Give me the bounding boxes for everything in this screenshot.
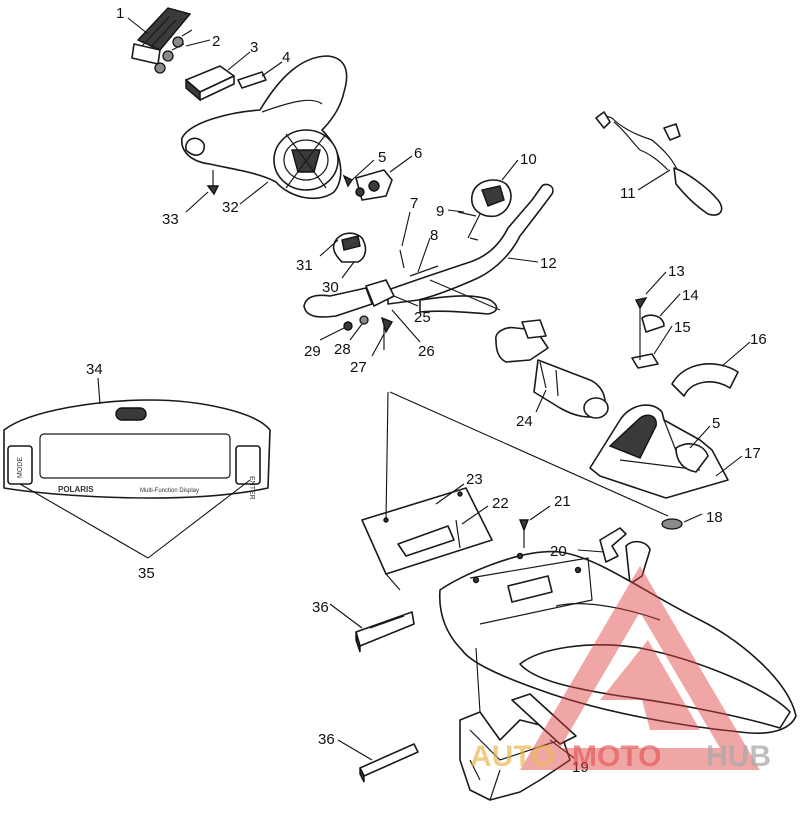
part-cover-arc	[671, 363, 739, 397]
panel-brand: POLARIS	[58, 485, 94, 494]
callout-3: 3	[250, 39, 258, 56]
callout-22: 22	[492, 495, 509, 512]
callout-18: 18	[706, 509, 723, 526]
callout-2: 2	[212, 33, 220, 50]
part-support-bracket	[459, 693, 577, 801]
display-panel: MODE ENTER POLARIS Multi-Function Displa…	[3, 399, 271, 500]
watermark-triangle	[520, 566, 760, 770]
callout-4: 4	[282, 49, 290, 66]
part-strip-lower	[359, 743, 419, 783]
callout-8: 8	[430, 227, 438, 244]
watermark-auto: AUTO	[470, 740, 554, 773]
part-pin	[237, 71, 267, 89]
part-screws	[154, 29, 193, 74]
callout-1: 1	[116, 5, 124, 22]
part-fasteners	[631, 297, 665, 369]
construction-lines	[385, 391, 669, 781]
callout-36a: 36	[312, 599, 329, 616]
callout-20: 20	[550, 543, 567, 560]
part-grip-clamp	[332, 232, 367, 263]
watermark-hub: HUB	[706, 740, 771, 773]
part-throttle-housing	[467, 179, 512, 241]
part-screw-33	[206, 170, 220, 196]
part-plate	[361, 487, 493, 575]
callout-26: 26	[418, 343, 435, 360]
callout-5: 5	[378, 149, 386, 166]
part-switch-bracket	[342, 169, 393, 201]
part-handlebar-cover	[181, 55, 348, 200]
callout-5b: 5	[712, 415, 720, 432]
callout-34: 34	[86, 361, 103, 378]
part-pin-22	[455, 519, 461, 549]
callout-32: 32	[222, 199, 239, 216]
part-washer	[661, 518, 683, 530]
callout-24: 24	[516, 413, 533, 430]
callout-13: 13	[668, 263, 685, 280]
part-handlebar	[387, 183, 554, 315]
watermark-moto: MOTO	[572, 740, 661, 773]
callout-36b: 36	[318, 731, 335, 748]
part-hood	[438, 550, 797, 735]
part-steering-column	[495, 319, 609, 419]
callout-29: 29	[304, 343, 321, 360]
callout-28: 28	[334, 341, 351, 358]
callout-25: 25	[414, 309, 431, 326]
callout-23: 23	[466, 471, 483, 488]
part-lanyard	[595, 111, 723, 216]
callout-30: 30	[322, 279, 339, 296]
callout-12: 12	[540, 255, 557, 272]
callout-17: 17	[744, 445, 761, 462]
part-strip-upper	[355, 611, 415, 653]
part-block	[185, 65, 235, 102]
callout-9: 9	[436, 203, 444, 220]
callout-16: 16	[750, 331, 767, 348]
watermark-logo: AUTO MOTO HUB	[470, 566, 771, 773]
callout-10: 10	[520, 151, 537, 168]
part-steering-bracket	[589, 404, 729, 499]
panel-subtitle: Multi-Function Display	[140, 488, 199, 494]
part-pin-7	[399, 249, 405, 269]
callout-6: 6	[414, 145, 422, 162]
callout-31: 31	[296, 257, 313, 274]
callout-27: 27	[350, 359, 367, 376]
callout-11: 11	[620, 185, 636, 202]
callout-19: 19	[572, 759, 589, 776]
callout-15: 15	[674, 319, 691, 336]
part-pin-8	[409, 265, 439, 277]
panel-left-button-label: MODE	[17, 457, 24, 478]
leader-lines	[19, 17, 751, 761]
part-screw-9	[457, 211, 477, 217]
panel-right-button-label: ENTER	[248, 476, 255, 500]
callout-7: 7	[410, 195, 418, 212]
callout-21: 21	[554, 493, 571, 510]
callout-labels: 1 2 3 4 5 6 7 8 9 10 11 12 13 14 15 16 5…	[86, 5, 767, 776]
part-screw-21	[518, 519, 530, 548]
callout-14: 14	[682, 287, 699, 304]
part-display-module	[131, 7, 192, 65]
part-clips	[599, 527, 651, 585]
callout-33: 33	[162, 211, 179, 228]
callout-35: 35	[138, 565, 155, 582]
